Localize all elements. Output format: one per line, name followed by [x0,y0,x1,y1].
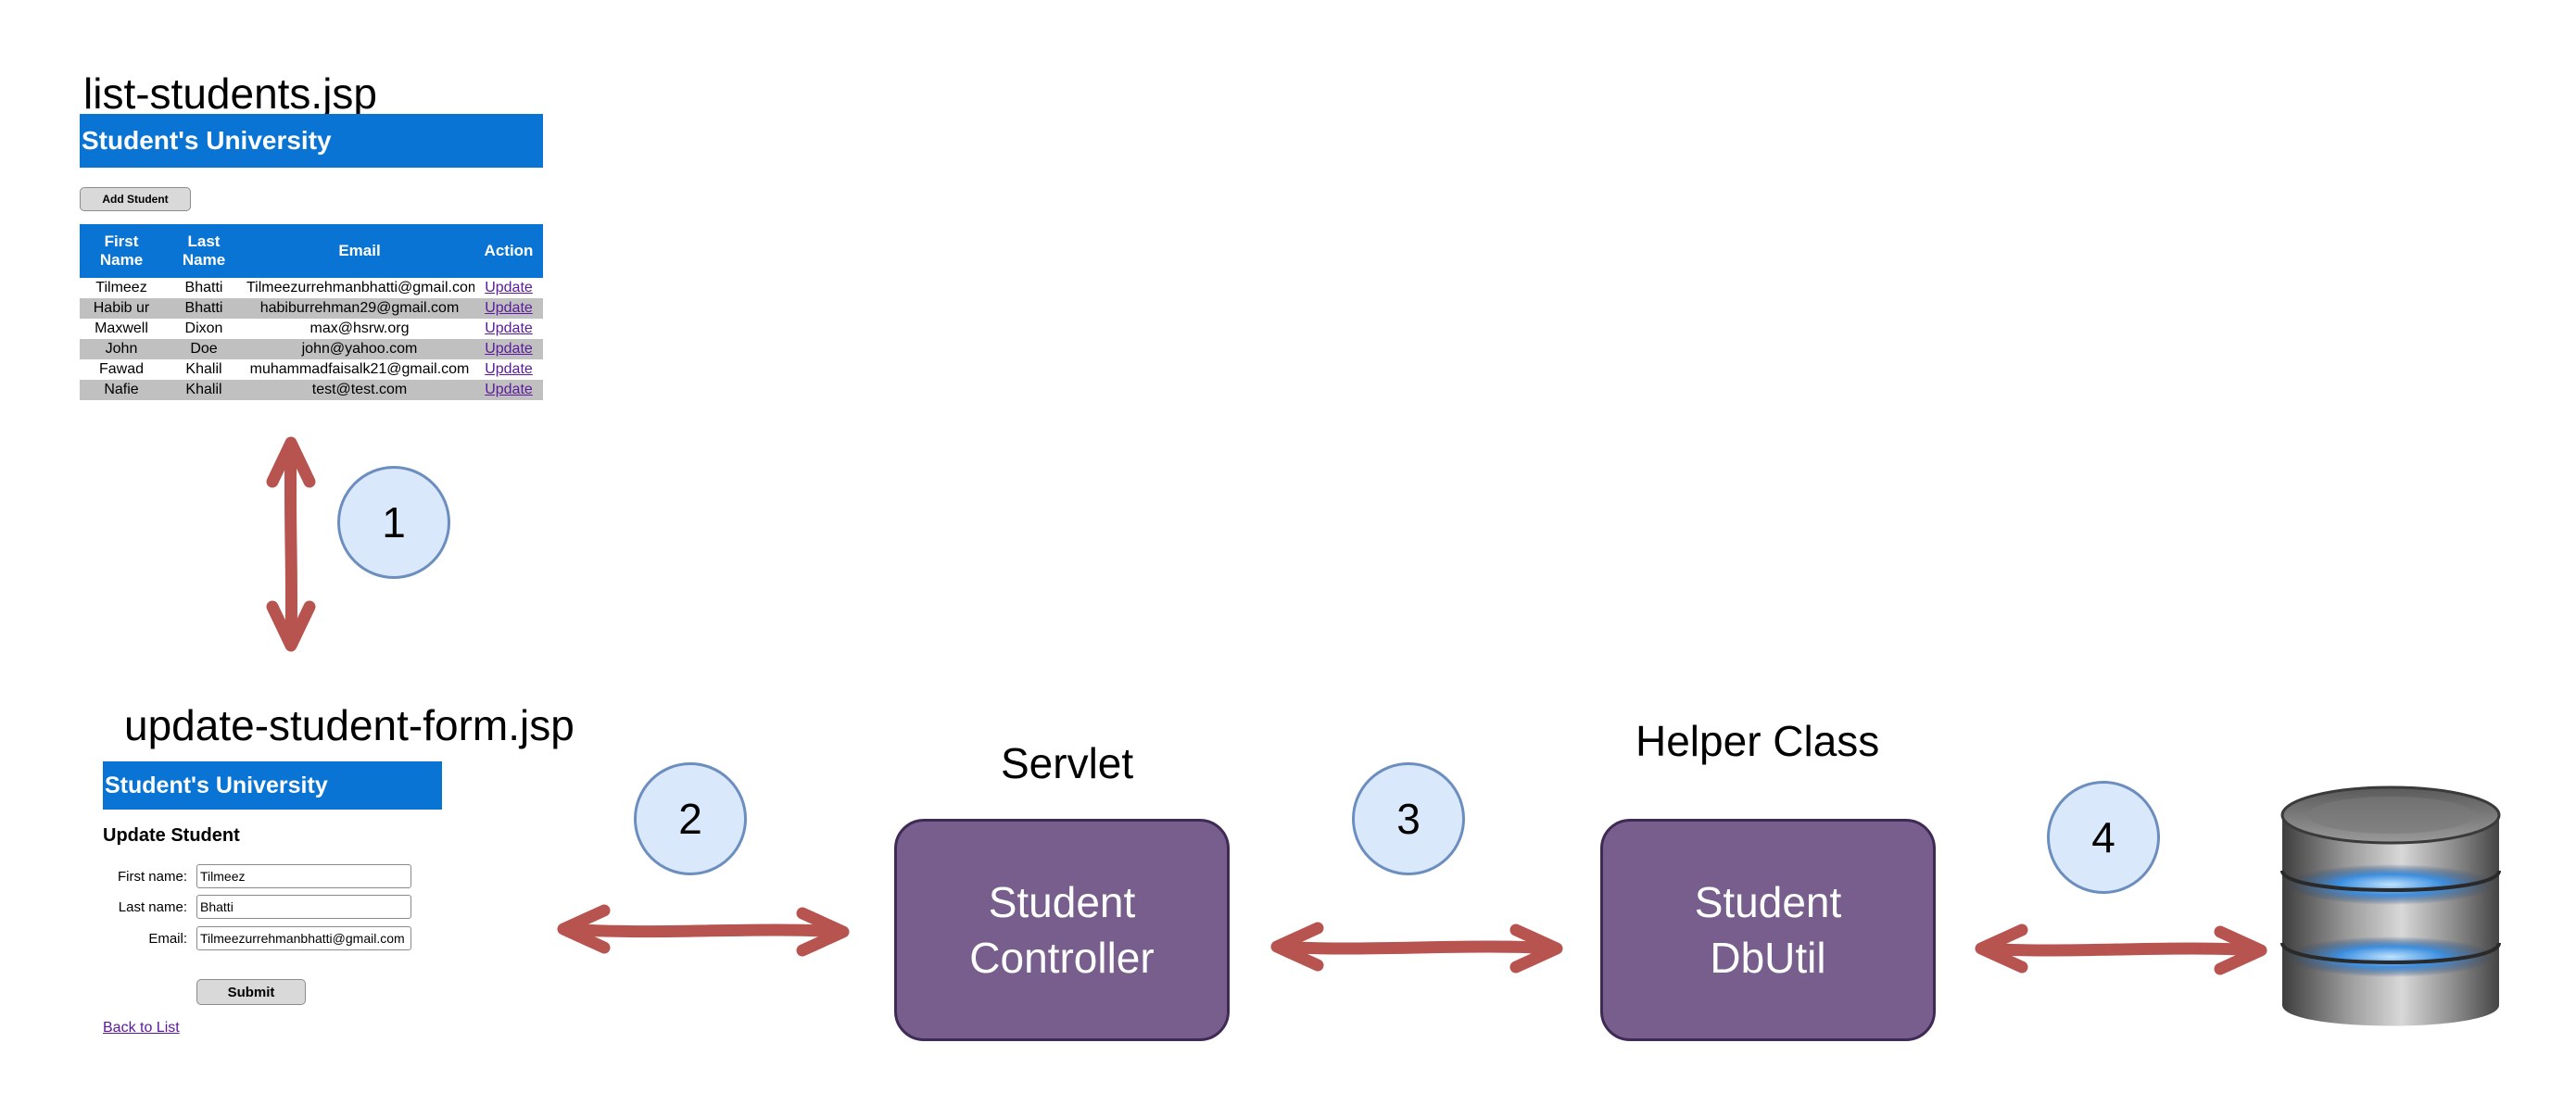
step-1-circle: 1 [337,466,450,579]
table-row: Fawad Khalil muhammadfaisalk21@gmail.com… [80,359,543,380]
column-header-action: Action [474,224,543,278]
cell-email: john@yahoo.com [245,339,474,359]
form-page-header: Student's University [103,761,442,810]
cell-first-name: Habib ur [80,298,163,319]
cell-last-name: Khalil [185,361,222,377]
cell-first-name: Maxwell [95,320,148,336]
column-header-last-name: Last Name [163,224,245,278]
dbutil-line-1: Student [1694,878,1842,926]
table-row: Maxwell Dixon max@hsrw.org Update [80,319,543,339]
list-page-header: Student's University [80,114,543,168]
table-row: Habib ur Bhatti habiburrehman29@gmail.co… [80,298,543,319]
step-2-circle: 2 [634,762,747,875]
table-row: Nafie Khalil test@test.com Update [80,380,543,400]
cell-last-name: Bhatti [184,280,223,295]
cell-last-name: Doe [163,339,245,359]
double-arrow-4 [1975,923,2267,975]
helper-class-label: Helper Class [1635,717,1880,765]
table-row: John Doe john@yahoo.com Update [80,339,543,359]
dbutil-line-2: DbUtil [1710,934,1826,982]
cell-first-name: Nafie [80,380,163,400]
cell-last-name: Khalil [163,380,245,400]
update-link[interactable]: Update [485,361,533,377]
cell-email: Tilmeezurrehmanbhatti@gmail.com [246,280,474,295]
update-link[interactable]: Update [474,380,543,400]
column-header-email: Email [245,224,474,278]
table-row: Tilmeez Bhatti Tilmeezurrehmanbhatti@gma… [80,278,543,298]
cell-first-name: Fawad [98,361,145,377]
cell-last-name: Bhatti [163,298,245,319]
update-link[interactable]: Update [485,280,533,295]
students-table: First Name Last Name Email Action Tilmee… [80,224,543,400]
update-link[interactable]: Update [474,339,543,359]
servlet-label: Servlet [1001,739,1134,787]
form-page-title: update-student-form.jsp [124,701,575,749]
form-heading: Update Student [103,825,240,846]
first-name-input[interactable]: Tilmeez [196,864,411,888]
double-arrow-1 [266,436,316,652]
cell-last-name: Dixon [184,320,223,336]
database-icon [2280,785,2501,1026]
last-name-input[interactable]: Bhatti [196,895,411,919]
email-label: Email: [148,931,187,947]
step-4-circle: 4 [2047,781,2160,894]
step-3-circle: 3 [1352,762,1465,875]
list-page-title: list-students.jsp [83,69,378,118]
back-to-list-link[interactable]: Back to List [103,1020,180,1036]
add-student-button[interactable]: Add Student [80,187,191,211]
email-input[interactable]: Tilmeezurrehmanbhatti@gmail.com [196,926,411,950]
controller-line-1: Student [988,878,1136,926]
cell-email: max@hsrw.org [309,320,410,336]
column-header-first-name: First Name [80,224,163,278]
first-name-label: First name: [117,869,187,885]
cell-first-name: Tilmeez [95,280,147,295]
last-name-label: Last name: [118,899,187,915]
cell-email: muhammadfaisalk21@gmail.com [249,361,470,377]
student-dbutil-box: Student DbUtil [1600,819,1936,1041]
update-link[interactable]: Update [474,298,543,319]
controller-line-2: Controller [969,934,1155,982]
cell-email: test@test.com [245,380,474,400]
update-link[interactable]: Update [485,320,533,336]
double-arrow-2 [557,904,850,957]
student-controller-box: Student Controller [894,819,1230,1041]
cell-email: habiburrehman29@gmail.com [245,298,474,319]
cell-first-name: John [80,339,163,359]
submit-button[interactable]: Submit [196,979,306,1005]
double-arrow-3 [1270,922,1563,974]
